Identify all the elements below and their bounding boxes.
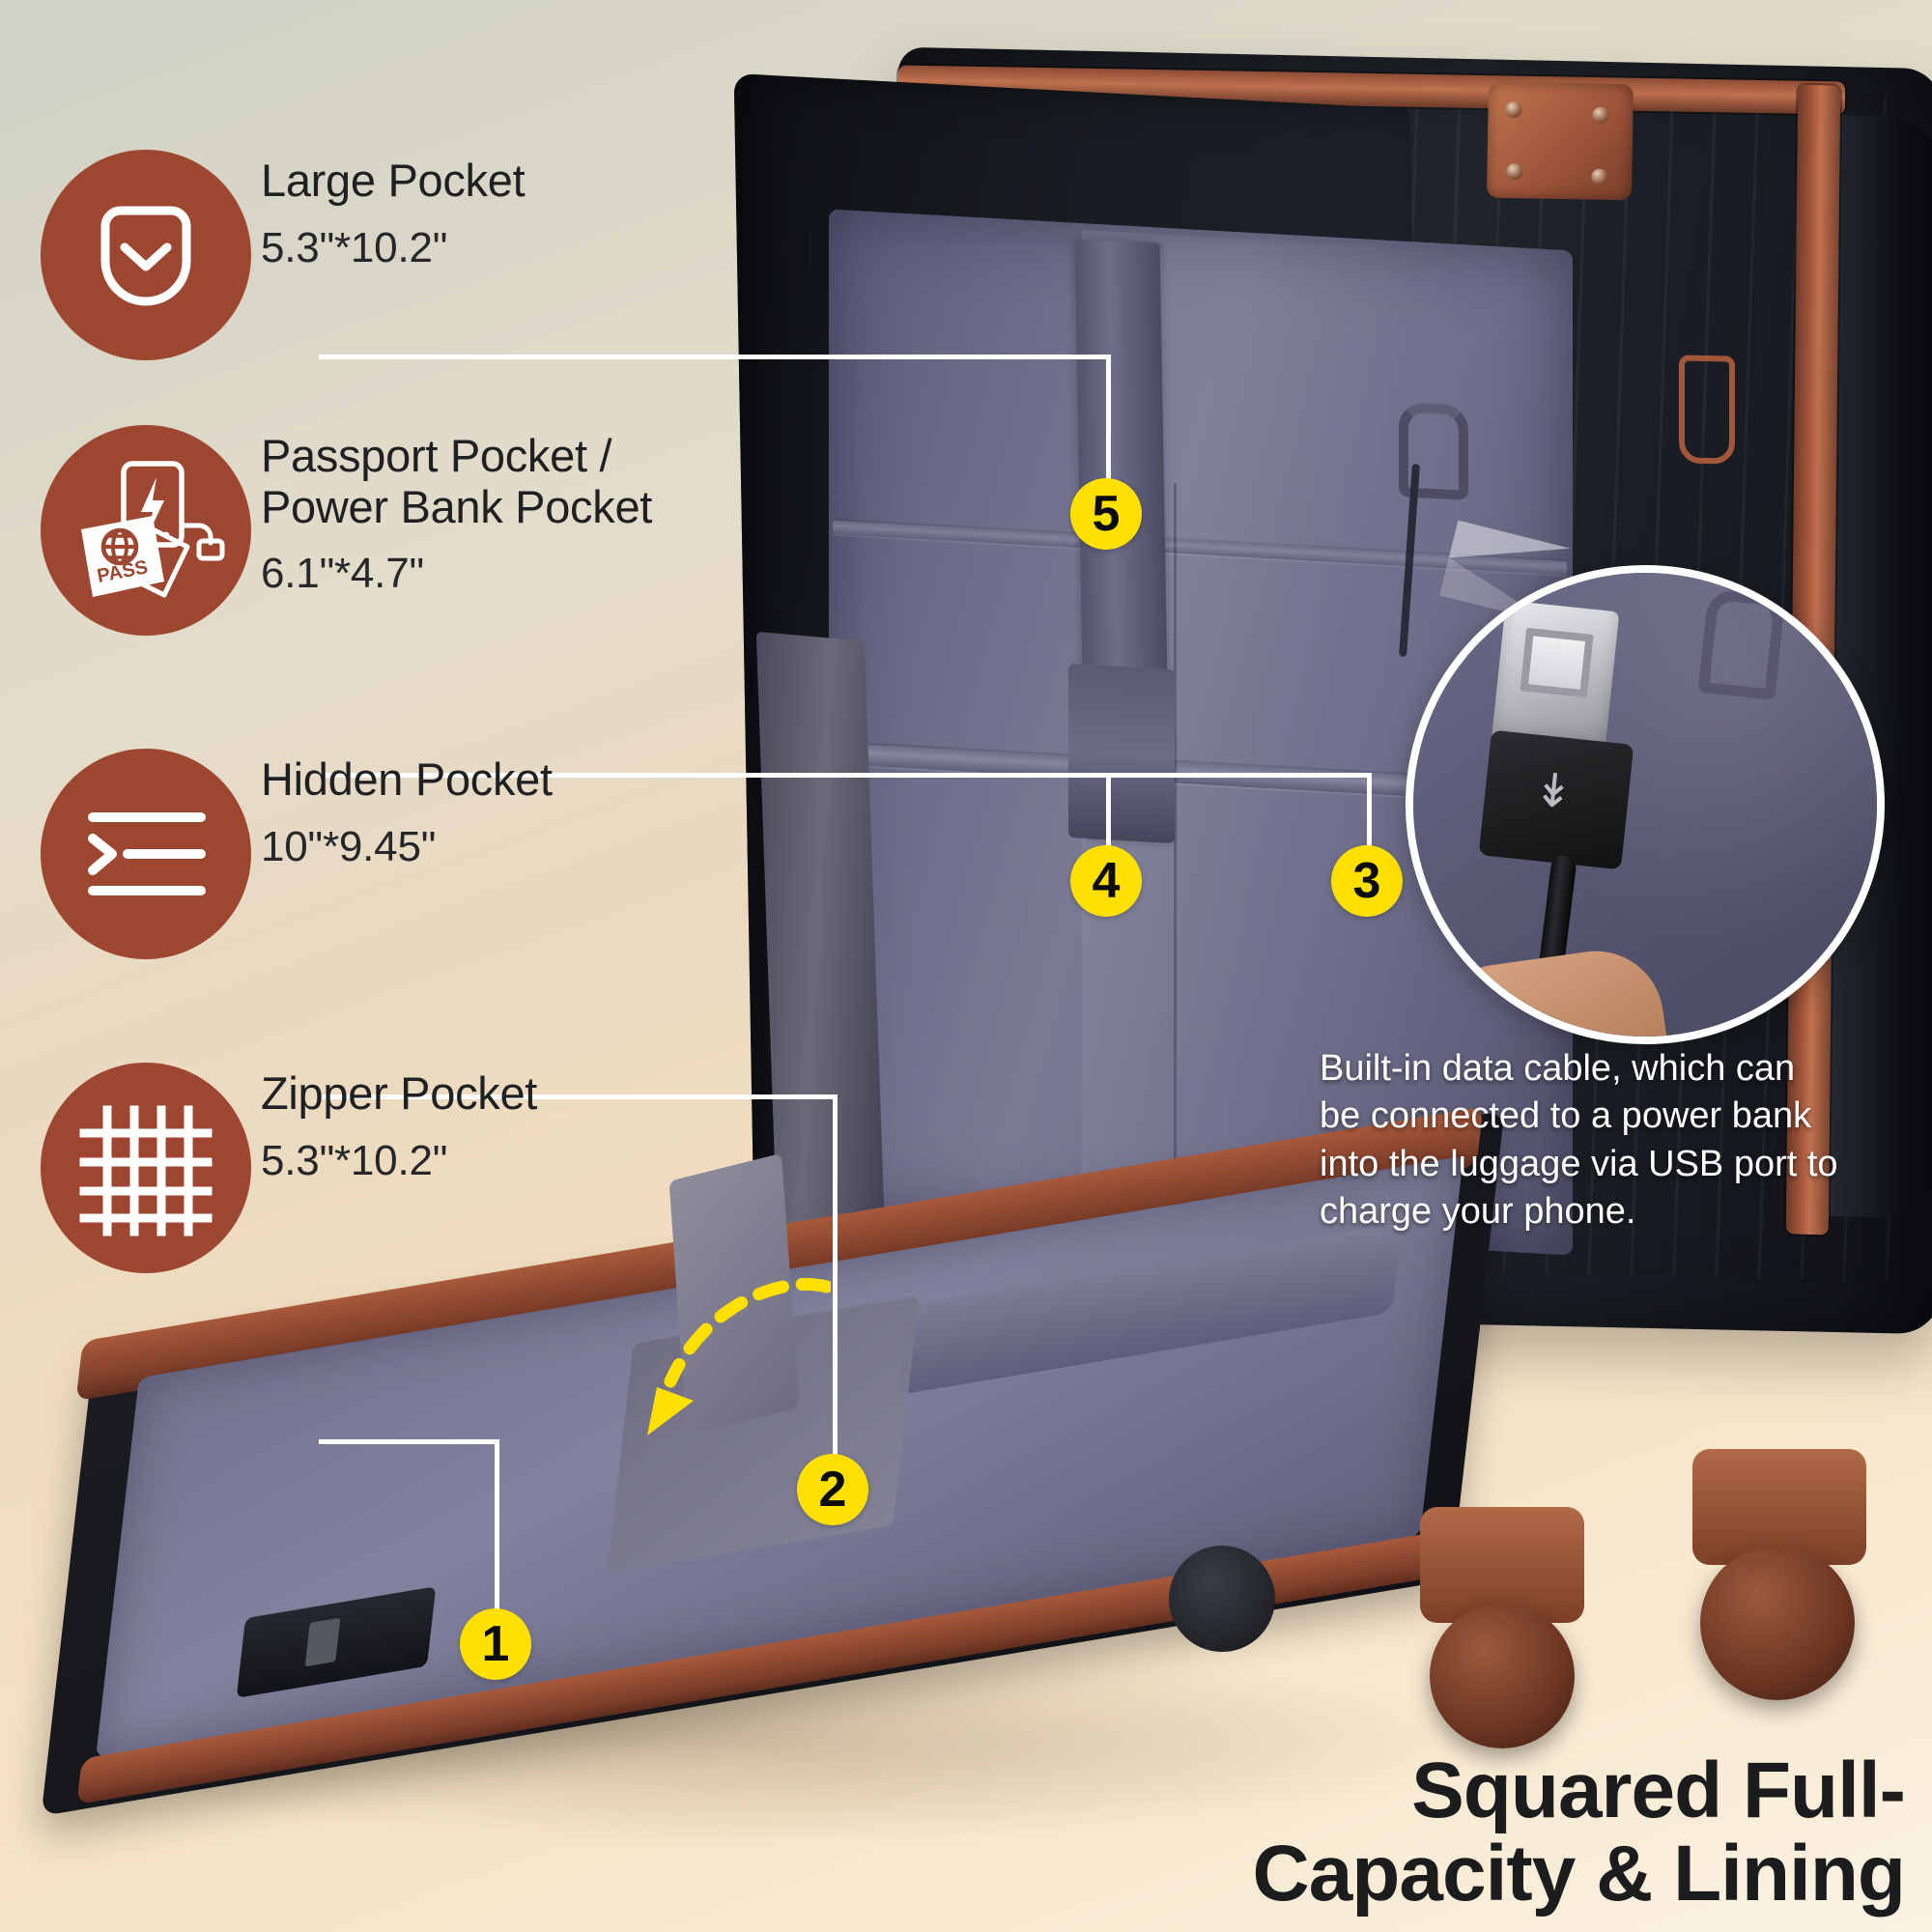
badge-circle-large-pocket — [41, 150, 251, 360]
leader-line-3-vertical — [1367, 773, 1372, 852]
leader-line-5-vertical — [1106, 355, 1111, 485]
badge-circle-zipper-pocket — [41, 1063, 251, 1273]
feature-zipper-pocket[interactable]: Zipper Pocket 5.3"*10.2" — [41, 1063, 910, 1285]
leader-line-2-vertical — [833, 1094, 838, 1460]
badge-circle-passport-pocket: PASS — [41, 425, 251, 636]
feature-title: Passport Pocket / Power Bank Pocket — [261, 430, 653, 532]
spinner-wheel-left — [1169, 1546, 1275, 1652]
strap-tab — [1068, 663, 1175, 844]
leader-line-1-vertical — [495, 1439, 499, 1615]
feature-dimension: 6.1"*4.7" — [261, 550, 424, 598]
passport-power-bank-icon: PASS — [81, 461, 225, 598]
marker-1[interactable]: 1 — [460, 1608, 531, 1680]
leader-line-5-horizontal — [319, 355, 1111, 359]
zipper-mesh-grid-icon — [79, 1105, 213, 1236]
leader-line-1-horizontal — [319, 1439, 497, 1444]
marker-3[interactable]: 3 — [1331, 845, 1403, 917]
leader-line-4-vertical — [1106, 773, 1111, 852]
usb-callout-text: Built-in data cable, which can be connec… — [1320, 1048, 1838, 1233]
feature-dimension: 5.3"*10.2" — [261, 1136, 448, 1184]
leather-corner-top-right — [1486, 81, 1634, 201]
feature-text-zipper-pocket: Zipper Pocket 5.3"*10.2" — [261, 1067, 898, 1185]
feature-text-large-pocket: Large Pocket 5.3"*10.2" — [261, 155, 898, 272]
leader-line-3-horizontal — [319, 773, 1372, 778]
feature-text-hidden-pocket: Hidden Pocket 10"*9.45" — [261, 753, 898, 871]
spinner-wheel-front — [1430, 1604, 1575, 1748]
headline-text: Squared Full- Capacity & Lining — [1252, 1747, 1906, 1918]
feature-title: Zipper Pocket — [261, 1067, 538, 1119]
marker-2[interactable]: 2 — [797, 1454, 868, 1525]
marker-4[interactable]: 4 — [1070, 845, 1142, 917]
dashed-arrow-icon — [647, 1277, 831, 1435]
pocket-divider — [1174, 482, 1177, 1218]
badge-circle-hidden-pocket — [41, 749, 251, 959]
feature-large-pocket[interactable]: Large Pocket 5.3"*10.2" — [41, 150, 910, 372]
magnifier-hook — [1697, 588, 1786, 700]
hidden-pocket-lines-icon — [88, 812, 206, 895]
feature-dimension: 10"*9.45" — [261, 822, 437, 870]
feature-dimension: 5.3"*10.2" — [261, 223, 448, 271]
marker-5[interactable]: 5 — [1070, 478, 1142, 550]
side-luggage-tag — [1679, 355, 1735, 465]
spinner-wheel-rear — [1700, 1546, 1855, 1700]
lining-hook — [1399, 402, 1468, 500]
usb-magnifier-circle: ↡ — [1406, 565, 1885, 1044]
feature-passport-pocket[interactable]: PASS Passport Pocket / Power Bank Pocket… — [41, 425, 910, 647]
feature-title: Hidden Pocket — [261, 753, 553, 805]
pocket-chevron-down-icon — [100, 206, 191, 306]
usb-trident-symbol: ↡ — [1531, 764, 1576, 819]
feature-hidden-pocket[interactable]: Hidden Pocket 10"*9.45" — [41, 749, 910, 971]
feature-title: Large Pocket — [261, 155, 526, 206]
flap-latch-slot — [304, 1617, 341, 1667]
feature-text-passport-pocket: Passport Pocket / Power Bank Pocket 6.1"… — [261, 430, 898, 598]
leader-line-2-horizontal — [319, 1094, 836, 1099]
